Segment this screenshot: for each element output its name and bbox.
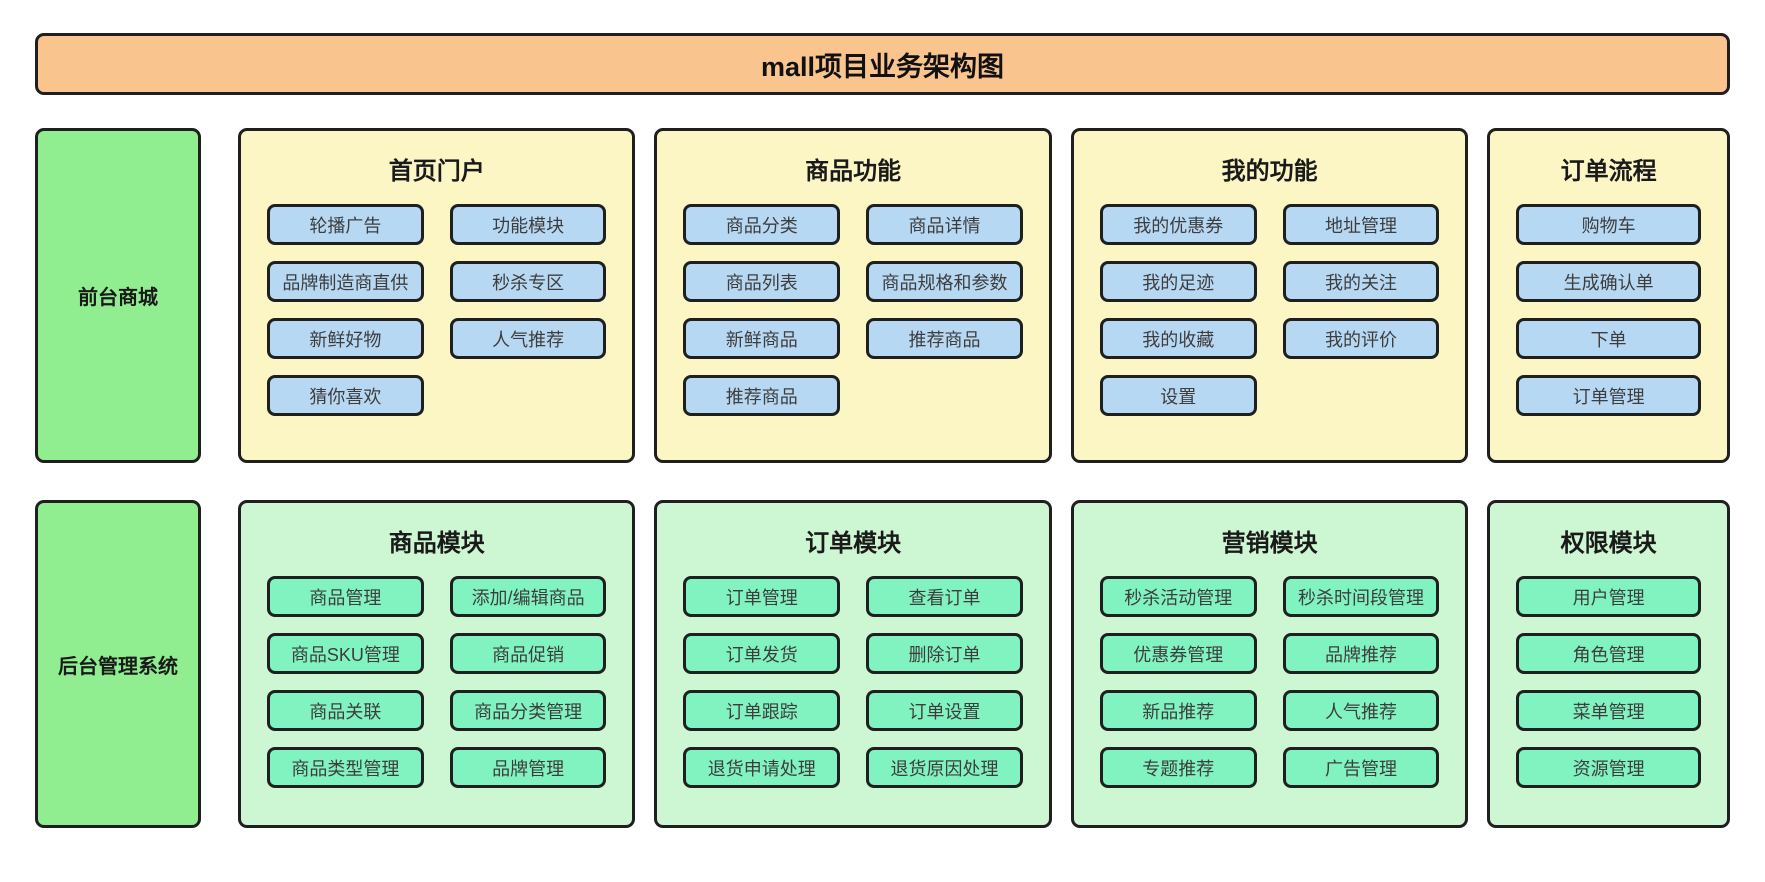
panel-my-features: 我的功能我的优惠券地址管理我的足迹我的关注我的收藏我的评价设置 — [1070, 128, 1469, 463]
panel-marketing-module: 营销模块秒杀活动管理秒杀时间段管理优惠券管理品牌推荐新品推荐人气推荐专题推荐广告… — [1070, 500, 1469, 828]
diagram-node: 我的评价 — [1282, 318, 1440, 359]
diagram-node: 订单管理 — [1516, 375, 1702, 416]
node-grid-order-module: 订单管理查看订单订单发货删除订单订单跟踪订单设置退货申请处理退货原因处理 — [681, 576, 1024, 788]
node-grid-product-module: 商品管理添加/编辑商品商品SKU管理商品促销商品关联商品分类管理商品类型管理品牌… — [265, 576, 608, 788]
diagram-node: 推荐商品 — [683, 375, 841, 416]
diagram-node: 优惠券管理 — [1099, 633, 1257, 674]
diagram-node: 秒杀专区 — [449, 261, 607, 302]
zone-front-mall: 前台商城首页门户轮播广告功能模块品牌制造商直供秒杀专区新鲜好物人气推荐猜你喜欢商… — [35, 128, 1731, 463]
diagram-node: 猜你喜欢 — [267, 375, 424, 416]
panel-title-product-module: 商品模块 — [388, 530, 485, 557]
diagram-title: mall项目业务架构图 — [35, 33, 1730, 95]
diagram-node: 新鲜商品 — [683, 318, 841, 359]
node-grid-product-features: 商品分类商品详情商品列表商品规格和参数新鲜商品推荐商品推荐商品 — [681, 204, 1024, 416]
panel-order-flow: 订单流程购物车生成确认单下单订单管理 — [1487, 128, 1731, 463]
diagram-node: 新品推荐 — [1099, 690, 1257, 731]
diagram-node: 我的收藏 — [1099, 318, 1257, 359]
diagram-node: 用户管理 — [1516, 576, 1702, 617]
diagram-node: 商品详情 — [866, 204, 1023, 245]
panel-product-module: 商品模块商品管理添加/编辑商品商品SKU管理商品促销商品关联商品分类管理商品类型… — [238, 500, 636, 828]
diagram-node: 商品列表 — [683, 261, 841, 302]
diagram-node: 资源管理 — [1516, 747, 1702, 788]
panel-permission-module: 权限模块用户管理角色管理菜单管理资源管理 — [1487, 500, 1731, 828]
diagram-node: 品牌推荐 — [1282, 633, 1440, 674]
diagram-node: 角色管理 — [1516, 633, 1702, 674]
diagram-node: 轮播广告 — [267, 204, 424, 245]
diagram-node: 设置 — [1099, 375, 1257, 416]
diagram-node: 退货原因处理 — [866, 747, 1023, 788]
panel-title-product-features: 商品功能 — [805, 158, 902, 185]
diagram-node: 商品规格和参数 — [866, 261, 1023, 302]
diagram-node: 下单 — [1516, 318, 1702, 359]
diagram-node: 订单设置 — [866, 690, 1023, 731]
panel-title-order-module: 订单模块 — [805, 530, 902, 557]
diagram-node: 商品分类管理 — [449, 690, 607, 731]
node-grid-order-flow: 购物车生成确认单下单订单管理 — [1514, 204, 1703, 416]
zone-label-back-admin: 后台管理系统 — [35, 500, 201, 828]
diagram-node: 我的优惠券 — [1099, 204, 1257, 245]
diagram-node: 我的足迹 — [1099, 261, 1257, 302]
panel-title-home-portal: 首页门户 — [388, 158, 485, 185]
diagram-node: 购物车 — [1516, 204, 1702, 245]
zone-label-front-mall: 前台商城 — [35, 128, 201, 463]
diagram-node: 删除订单 — [866, 633, 1023, 674]
diagram-node: 人气推荐 — [1282, 690, 1440, 731]
diagram-node: 菜单管理 — [1516, 690, 1702, 731]
diagram-node: 商品促销 — [449, 633, 607, 674]
diagram-node: 订单管理 — [683, 576, 841, 617]
diagram-node: 生成确认单 — [1516, 261, 1702, 302]
diagram-node: 新鲜好物 — [267, 318, 424, 359]
panel-order-module: 订单模块订单管理查看订单订单发货删除订单订单跟踪订单设置退货申请处理退货原因处理 — [654, 500, 1052, 828]
diagram-node: 订单跟踪 — [683, 690, 841, 731]
diagram-node: 广告管理 — [1282, 747, 1440, 788]
diagram-node: 商品SKU管理 — [267, 633, 424, 674]
node-grid-permission-module: 用户管理角色管理菜单管理资源管理 — [1514, 576, 1703, 788]
diagram-node: 商品类型管理 — [267, 747, 424, 788]
diagram-node: 商品管理 — [267, 576, 424, 617]
diagram-node: 秒杀时间段管理 — [1282, 576, 1440, 617]
node-grid-marketing-module: 秒杀活动管理秒杀时间段管理优惠券管理品牌推荐新品推荐人气推荐专题推荐广告管理 — [1098, 576, 1441, 788]
diagram-node: 功能模块 — [449, 204, 607, 245]
panel-title-permission-module: 权限模块 — [1560, 530, 1657, 557]
panel-title-order-flow: 订单流程 — [1560, 158, 1657, 185]
diagram-node: 专题推荐 — [1099, 747, 1257, 788]
diagram-node: 商品关联 — [267, 690, 424, 731]
diagram-node: 地址管理 — [1282, 204, 1440, 245]
panel-home-portal: 首页门户轮播广告功能模块品牌制造商直供秒杀专区新鲜好物人气推荐猜你喜欢 — [238, 128, 636, 463]
diagram-node: 查看订单 — [866, 576, 1023, 617]
node-grid-home-portal: 轮播广告功能模块品牌制造商直供秒杀专区新鲜好物人气推荐猜你喜欢 — [265, 204, 608, 416]
diagram-node: 推荐商品 — [866, 318, 1023, 359]
diagram-node: 添加/编辑商品 — [449, 576, 607, 617]
zone-back-admin: 后台管理系统商品模块商品管理添加/编辑商品商品SKU管理商品促销商品关联商品分类… — [35, 500, 1731, 828]
panel-title-marketing-module: 营销模块 — [1221, 530, 1318, 557]
diagram-node: 人气推荐 — [449, 318, 607, 359]
panel-product-features: 商品功能商品分类商品详情商品列表商品规格和参数新鲜商品推荐商品推荐商品 — [654, 128, 1052, 463]
panel-title-my-features: 我的功能 — [1221, 158, 1318, 185]
diagram-node: 我的关注 — [1282, 261, 1440, 302]
diagram-node: 订单发货 — [683, 633, 841, 674]
diagram-node: 退货申请处理 — [683, 747, 841, 788]
diagram-node: 商品分类 — [683, 204, 841, 245]
node-grid-my-features: 我的优惠券地址管理我的足迹我的关注我的收藏我的评价设置 — [1098, 204, 1441, 416]
diagram-node: 秒杀活动管理 — [1099, 576, 1257, 617]
diagram-node: 品牌管理 — [449, 747, 607, 788]
diagram-body: 前台商城首页门户轮播广告功能模块品牌制造商直供秒杀专区新鲜好物人气推荐猜你喜欢商… — [35, 128, 1731, 828]
diagram-node: 品牌制造商直供 — [267, 261, 424, 302]
